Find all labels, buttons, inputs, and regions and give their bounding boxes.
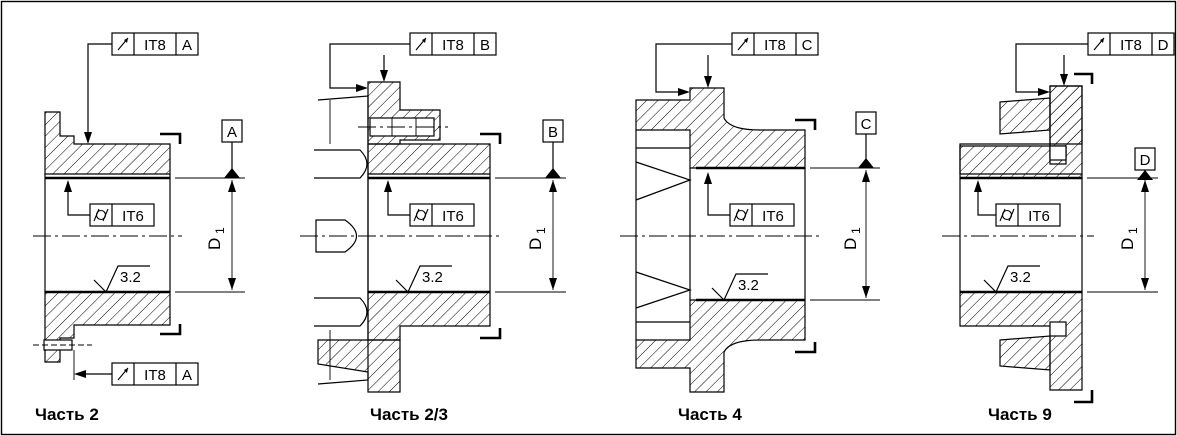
svg-text:C: C: [802, 37, 813, 54]
panel-caption: Часть 2: [35, 405, 99, 424]
svg-text:A: A: [182, 367, 192, 384]
diameter-subscript: 1: [1126, 227, 1140, 234]
svg-text:D: D: [1158, 37, 1169, 54]
svg-text:IT8: IT8: [764, 37, 786, 54]
datum-letter: D: [1140, 152, 1151, 169]
panel-part-2-3: D 1 B IT8 B IT6 3.2 Часть 2/3: [300, 32, 566, 424]
svg-text:IT6: IT6: [1028, 208, 1050, 225]
surface-roughness-icon: 3.2: [395, 265, 452, 294]
datum-letter: B: [548, 124, 558, 141]
surface-roughness-icon: 3.2: [711, 273, 768, 302]
svg-text:IT6: IT6: [122, 208, 144, 225]
datum-triangle-icon: [224, 168, 240, 178]
diameter-label: D: [526, 238, 545, 250]
svg-text:B: B: [480, 37, 490, 54]
surface-roughness-icon: 3.2: [93, 265, 150, 294]
datum-letter: A: [227, 124, 237, 141]
datum-triangle-icon: [545, 168, 561, 178]
datum-letter: C: [861, 116, 872, 133]
svg-text:3.2: 3.2: [120, 269, 141, 286]
svg-text:IT8: IT8: [144, 37, 166, 54]
svg-text:IT6: IT6: [442, 208, 464, 225]
svg-text:3.2: 3.2: [738, 277, 759, 294]
cylindricity-frame: IT6: [89, 203, 155, 227]
svg-text:IT6: IT6: [762, 208, 784, 225]
panel-part-2: D 1 A IT8 A IT6 3.2: [33, 32, 245, 424]
surface-roughness-icon: 3.2: [983, 265, 1040, 294]
runout-frame: IT8 C: [731, 32, 819, 56]
panel-caption: Часть 9: [988, 405, 1052, 424]
diameter-label: D: [205, 238, 224, 250]
diameter-subscript: 1: [849, 227, 863, 234]
svg-text:3.2: 3.2: [422, 269, 443, 286]
panel-part-9: D 1 D IT8 D IT6 3.2 Часть 9: [942, 32, 1175, 424]
svg-text:A: A: [182, 37, 192, 54]
runout-frame: IT8 B: [409, 32, 497, 56]
panel-caption: Часть 4: [678, 405, 742, 424]
diameter-label: D: [1118, 238, 1137, 250]
diameter-subscript: 1: [213, 227, 227, 234]
diameter-subscript: 1: [534, 227, 548, 234]
svg-text:3.2: 3.2: [1010, 269, 1031, 286]
svg-text:IT8: IT8: [442, 37, 464, 54]
svg-text:IT8: IT8: [144, 367, 166, 384]
svg-text:IT8: IT8: [1120, 37, 1142, 54]
cylindricity-frame: IT6: [409, 203, 475, 227]
runout-frame: IT8 A: [111, 32, 199, 56]
runout-frame-bottom: IT8 A: [111, 362, 199, 386]
panel-part-4: D 1 C IT8 C IT6 3.2 Часть 4: [620, 32, 880, 424]
cylindricity-frame: IT6: [729, 203, 795, 227]
datum-triangle-icon: [858, 158, 874, 168]
panel-caption: Часть 2/3: [370, 405, 448, 424]
runout-frame: IT8 D: [1087, 32, 1175, 56]
cylindricity-frame: IT6: [995, 203, 1061, 227]
datum-triangle-icon: [1137, 170, 1153, 180]
diameter-label: D: [841, 238, 860, 250]
